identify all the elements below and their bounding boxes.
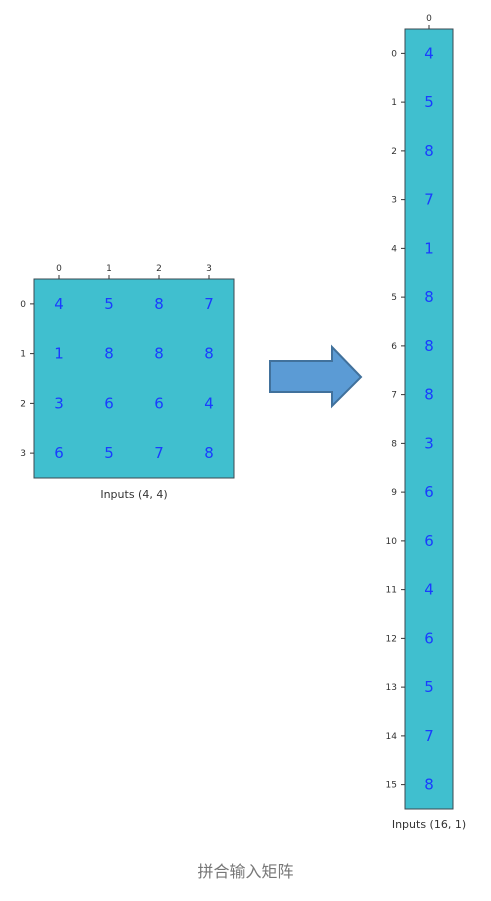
left-cell-value: 6 [104,394,114,412]
right-cell-value: 7 [424,191,434,209]
left-col-tick-label: 3 [206,264,212,274]
right-row-tick-label: 8 [391,439,397,449]
left-cell-value: 8 [104,345,114,363]
right-matrix-label: Inputs (16, 1) [392,818,466,831]
left-cell-values: 4 5 8 7 1 8 8 8 3 6 6 4 6 5 7 8 [54,295,214,462]
left-col-tick-label: 0 [56,264,62,274]
left-row-ticks: 0 1 2 3 [20,300,34,459]
left-cell-value: 8 [204,444,214,462]
right-col-ticks: 0 [426,14,432,29]
left-cell-value: 6 [154,394,164,412]
right-cell-value: 5 [424,93,434,111]
right-row-tick-label: 12 [386,634,397,644]
right-cell-value: 8 [424,337,434,355]
right-row-tick-label: 0 [391,49,397,59]
right-row-tick-label: 7 [391,391,397,401]
arrow-shape [269,344,363,409]
left-cell-value: 5 [104,444,114,462]
right-row-tick-label: 14 [386,732,398,742]
right-cell-value: 8 [424,776,434,794]
left-cell-value: 3 [54,394,64,412]
right-row-tick-label: 4 [391,244,397,254]
right-row-tick-label: 2 [391,147,397,157]
left-cell-value: 5 [104,295,114,313]
left-row-tick-label: 2 [20,399,26,409]
right-row-tick-label: 6 [391,342,397,352]
left-col-tick-label: 1 [106,264,112,274]
right-cell-values: 4 5 8 7 1 8 8 8 3 6 6 4 6 5 7 8 [424,44,434,793]
right-cell-value: 4 [424,44,434,62]
left-cell-value: 4 [204,394,214,412]
left-cell-value: 7 [154,444,164,462]
right-row-tick-label: 5 [391,293,397,303]
right-row-tick-label: 15 [386,781,397,791]
right-cell-value: 8 [424,386,434,404]
right-row-tick-label: 11 [386,586,397,596]
right-cell-value: 4 [424,581,434,599]
right-cell-value: 3 [424,434,434,452]
left-cell-value: 8 [154,345,164,363]
right-cell-value: 6 [424,532,434,550]
left-col-ticks: 0 1 2 3 [56,264,212,279]
left-row-tick-label: 3 [20,449,26,459]
right-row-tick-label: 10 [386,537,398,547]
right-matrix-background [404,28,454,810]
right-cell-value: 8 [424,288,434,306]
left-matrix-label: Inputs (4, 4) [100,488,167,501]
right-cell-value: 8 [424,142,434,160]
right-cell-value: 5 [424,678,434,696]
right-row-tick-label: 1 [391,98,397,108]
left-cell-value: 4 [54,295,64,313]
left-cell-value: 8 [204,345,214,363]
left-matrix-background [33,278,235,479]
left-cell-value: 1 [54,345,64,363]
right-arrow-icon [269,344,363,409]
left-cell-value: 8 [154,295,164,313]
left-row-tick-label: 0 [20,300,26,310]
right-cell-value: 6 [424,483,434,501]
right-cell-value: 6 [424,629,434,647]
left-cell-value: 7 [204,295,214,313]
left-cell-value: 6 [54,444,64,462]
left-col-tick-label: 2 [156,264,162,274]
right-row-tick-label: 9 [391,488,397,498]
right-cell-value: 7 [424,727,434,745]
right-cell-value: 1 [424,239,434,257]
right-col-tick-label: 0 [426,14,432,24]
right-row-tick-label: 13 [386,683,397,693]
left-matrix-4x4: 0 1 2 3 0 1 2 3 4 5 8 7 1 8 8 8 3 6 6 4 6 5 7 8 Inputs (4, 4) [20,264,235,501]
right-row-tick-label: 3 [391,196,397,206]
left-row-tick-label: 1 [20,350,26,360]
figure-caption: 拼合输入矩阵 [197,862,294,881]
